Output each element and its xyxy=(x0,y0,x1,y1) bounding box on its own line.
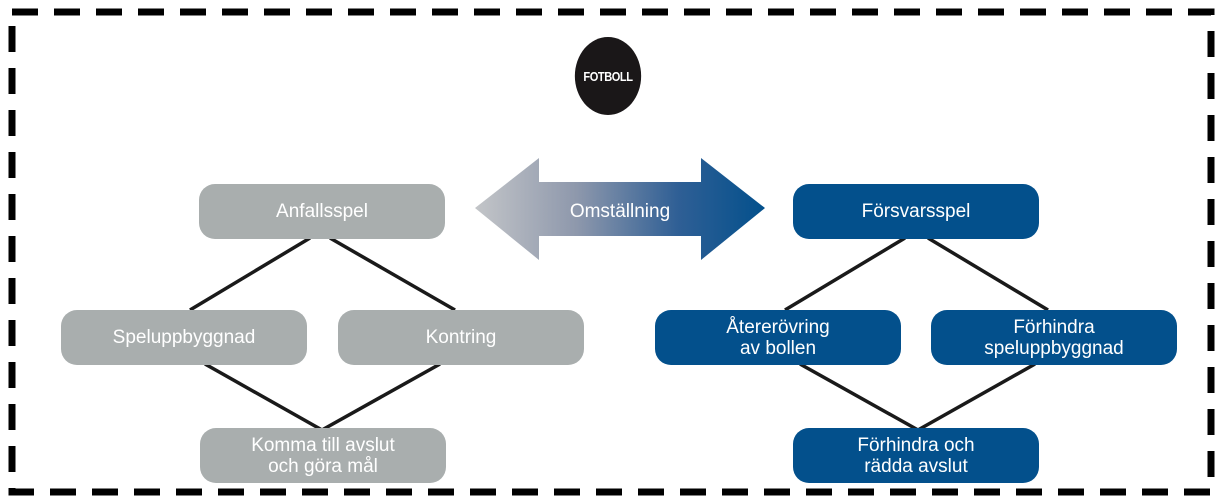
connector-speluppbyggnad-avslut xyxy=(204,362,323,432)
connector-anfallsspel-kontring xyxy=(329,236,456,312)
arrow-label: Omställning xyxy=(569,201,671,222)
double-arrow xyxy=(475,158,765,260)
box-kontring: Kontring xyxy=(338,310,584,365)
fotboll-logo: FOTBOLL xyxy=(574,37,642,115)
connector-forhindra-radda xyxy=(917,362,1036,432)
box-speluppbyggnad: Speluppbyggnad xyxy=(61,310,307,365)
box-forhindra-och-radda-label: Förhindra och rädda avslut xyxy=(857,434,975,477)
box-forsvarsspel: Försvarsspel xyxy=(793,184,1039,239)
box-forhindra-och-radda: Förhindra och rädda avslut xyxy=(793,428,1039,483)
connector-atererovring-radda xyxy=(799,362,919,432)
connector-kontring-avslut xyxy=(321,362,441,432)
logo-text: FOTBOLL xyxy=(583,68,633,84)
box-anfallsspel-label: Anfallsspel xyxy=(276,201,368,222)
box-anfallsspel: Anfallsspel xyxy=(199,184,445,239)
box-kontring-label: Kontring xyxy=(425,327,497,348)
box-forsvarsspel-label: Försvarsspel xyxy=(861,201,971,222)
box-speluppbyggnad-label: Speluppbyggnad xyxy=(112,327,256,348)
box-atererovring-label: Återerövring av bollen xyxy=(726,316,830,359)
connector-forsvarsspel-forhindra xyxy=(927,236,1049,312)
box-komma-till-avslut: Komma till avslut och göra mål xyxy=(200,428,446,483)
box-forhindra-speluppbyggnad: Förhindra speluppbyggnad xyxy=(931,310,1177,365)
box-atererovring: Återerövring av bollen xyxy=(655,310,901,365)
box-forhindra-speluppbyggnad-label: Förhindra speluppbyggnad xyxy=(984,316,1124,359)
connector-anfallsspel-speluppbyggnad xyxy=(189,236,311,312)
connector-forsvarsspel-atererovring xyxy=(784,236,906,312)
box-komma-till-avslut-label: Komma till avslut och göra mål xyxy=(251,434,395,477)
